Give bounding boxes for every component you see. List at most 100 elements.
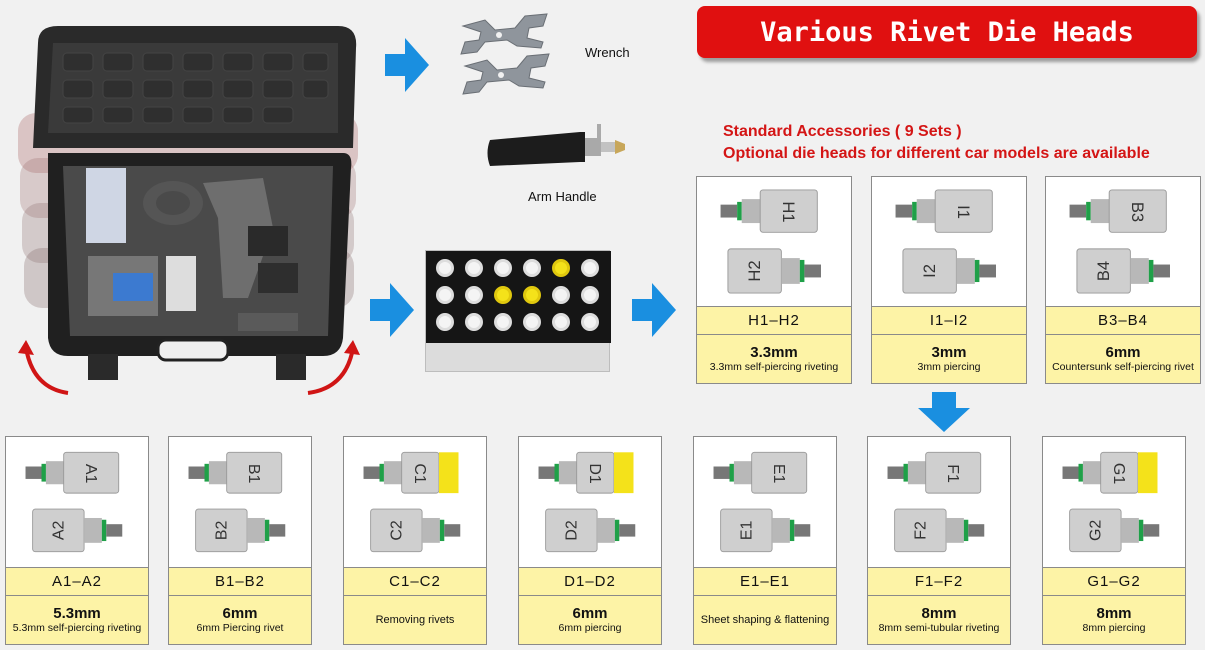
die-set-name: A1–A2 <box>6 568 148 596</box>
die-set-description: Removing rivets <box>375 613 455 626</box>
die-code: D1 <box>586 463 603 484</box>
wrench-image <box>460 13 550 95</box>
tool-case-image <box>8 18 370 410</box>
neck-shape <box>1082 461 1101 485</box>
die-code: E1 <box>739 521 756 541</box>
tray-socket <box>581 313 599 331</box>
tray-sockets <box>426 251 611 343</box>
die-set-description: 6mm piercing <box>558 622 622 634</box>
die-body-shape <box>401 451 440 494</box>
neck-shape <box>84 517 102 543</box>
die-code: B4 <box>1094 261 1113 281</box>
thread-shape <box>895 204 913 218</box>
die-body-shape <box>727 248 782 294</box>
die-set-size: 6mm <box>1105 344 1141 361</box>
tool-case-illustration <box>18 26 360 395</box>
thread-shape <box>538 466 555 479</box>
die-code: F2 <box>913 521 930 540</box>
thread-shape <box>1069 204 1087 218</box>
die-set-size: 6mm <box>572 605 608 622</box>
die-code: G1 <box>1110 463 1127 484</box>
neck-shape <box>208 461 227 485</box>
die-code: F1 <box>944 464 961 483</box>
o-ring-shape <box>264 519 270 542</box>
o-ring-shape <box>379 463 384 482</box>
thread-shape <box>794 524 811 537</box>
o-ring-shape <box>974 259 980 283</box>
neck-shape <box>1121 517 1139 543</box>
o-ring-shape <box>554 463 559 482</box>
die-code: I1 <box>954 205 973 219</box>
die-code: B2 <box>214 521 231 541</box>
die-body-shape <box>1069 508 1122 553</box>
neck-shape <box>1130 258 1149 284</box>
die-code: D2 <box>564 520 581 541</box>
o-ring-shape <box>912 201 917 221</box>
die-set-size: 6mm <box>222 605 258 622</box>
neck-shape <box>558 461 577 485</box>
tray-socket <box>494 313 512 331</box>
tray-socket <box>523 313 541 331</box>
tray-socket <box>436 259 454 277</box>
title-banner: Various Rivet Die Heads <box>697 6 1197 58</box>
neck-shape <box>907 461 926 485</box>
o-ring-shape <box>1138 519 1144 542</box>
o-ring-shape <box>204 463 209 482</box>
die-code: C2 <box>389 520 406 541</box>
die-set-size: 8mm <box>1096 605 1132 622</box>
tray-socket <box>494 259 512 277</box>
o-ring-shape <box>799 259 805 283</box>
thread-shape <box>1153 264 1170 278</box>
arrow-right-icon <box>370 283 414 337</box>
yellow-tip-shape <box>1137 452 1158 494</box>
neck-shape <box>597 517 615 543</box>
tray-socket <box>436 313 454 331</box>
tray-socket <box>552 259 570 277</box>
thread-shape <box>363 466 380 479</box>
tray-socket <box>436 286 454 304</box>
thread-shape <box>804 264 821 278</box>
tray-socket <box>465 286 483 304</box>
thread-shape <box>25 466 42 479</box>
neck-shape <box>956 258 975 284</box>
die-set-spec: Removing rivets <box>344 596 486 644</box>
o-ring-shape <box>729 463 734 482</box>
o-ring-shape <box>737 201 742 221</box>
o-ring-shape <box>1078 463 1083 482</box>
die-set-description: 3mm piercing <box>917 361 981 373</box>
die-body-shape <box>902 248 957 294</box>
die-body-shape <box>751 451 808 494</box>
tray-socket <box>581 286 599 304</box>
die-set-description: Countersunk self-piercing rivet <box>1052 361 1194 373</box>
die-set-description: 6mm Piercing rivet <box>196 622 284 634</box>
yellow-tip-shape <box>438 452 459 494</box>
die-set-description: 8mm semi-tubular riveting <box>878 622 1000 634</box>
neck-shape <box>1090 199 1110 224</box>
arm-handle-label: Arm Handle <box>528 189 597 204</box>
thread-shape <box>1143 524 1160 537</box>
page-title: Various Rivet Die Heads <box>760 16 1134 48</box>
neck-shape <box>733 461 752 485</box>
die-code: A1 <box>82 464 99 484</box>
tray-socket <box>465 313 483 331</box>
die-set-description: Sheet shaping & flattening <box>700 613 830 626</box>
tray-socket <box>465 259 483 277</box>
